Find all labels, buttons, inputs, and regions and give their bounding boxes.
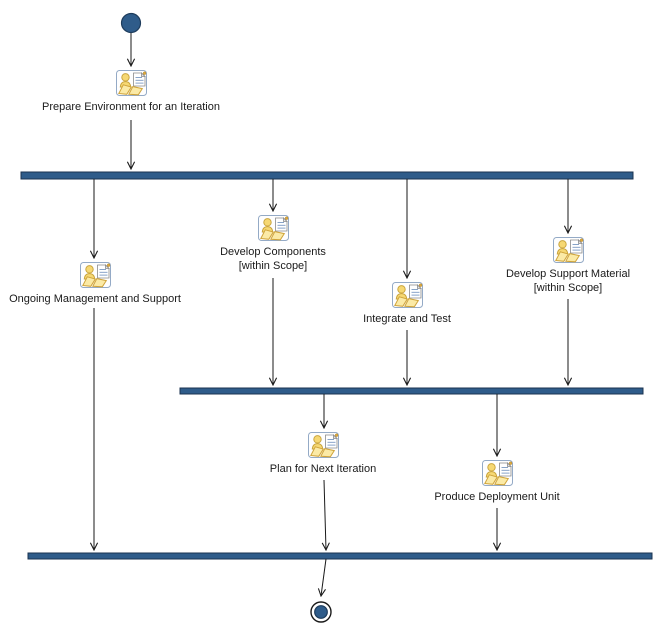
final-node [310, 601, 332, 623]
activity-node-ongoing-management[interactable]: Ongoing Management and Support [0, 262, 205, 306]
activity-label: Plan for Next Iteration [269, 463, 377, 475]
activity-node-produce-deployment-unit[interactable]: Produce Deployment Unit [387, 460, 607, 504]
activity-label: Ongoing Management and Support [9, 293, 181, 305]
activity-node-prepare-environment[interactable]: Prepare Environment for an Iteration [21, 70, 241, 114]
activity-icon [79, 262, 111, 288]
fork-bar-top [20, 171, 634, 180]
activity-label: Develop Components [within Scope] [220, 246, 326, 272]
activity-label: Integrate and Test [363, 313, 451, 325]
activity-icon [115, 70, 147, 96]
join-fork-bar-middle [179, 387, 644, 395]
activity-node-plan-next-iteration[interactable]: Plan for Next Iteration [213, 432, 433, 476]
activity-label: Develop Support Material [within Scope] [505, 268, 631, 294]
activity-label: Prepare Environment for an Iteration [42, 101, 220, 113]
initial-node [120, 12, 142, 34]
activity-icon [257, 215, 289, 241]
edge-join-to-end [321, 558, 327, 596]
activity-node-integrate-and-test[interactable]: Integrate and Test [297, 282, 517, 326]
activity-node-develop-components[interactable]: Develop Components [within Scope] [163, 215, 383, 273]
activity-node-develop-support-material[interactable]: Develop Support Material [within Scope] [458, 237, 654, 295]
join-bar-bottom [27, 552, 653, 560]
edge-plan-to-bottom-join [324, 479, 326, 550]
activity-label: Produce Deployment Unit [434, 491, 560, 503]
activity-icon [481, 460, 513, 486]
activity-icon [391, 282, 423, 308]
activity-icon [552, 237, 584, 263]
activity-icon [307, 432, 339, 458]
